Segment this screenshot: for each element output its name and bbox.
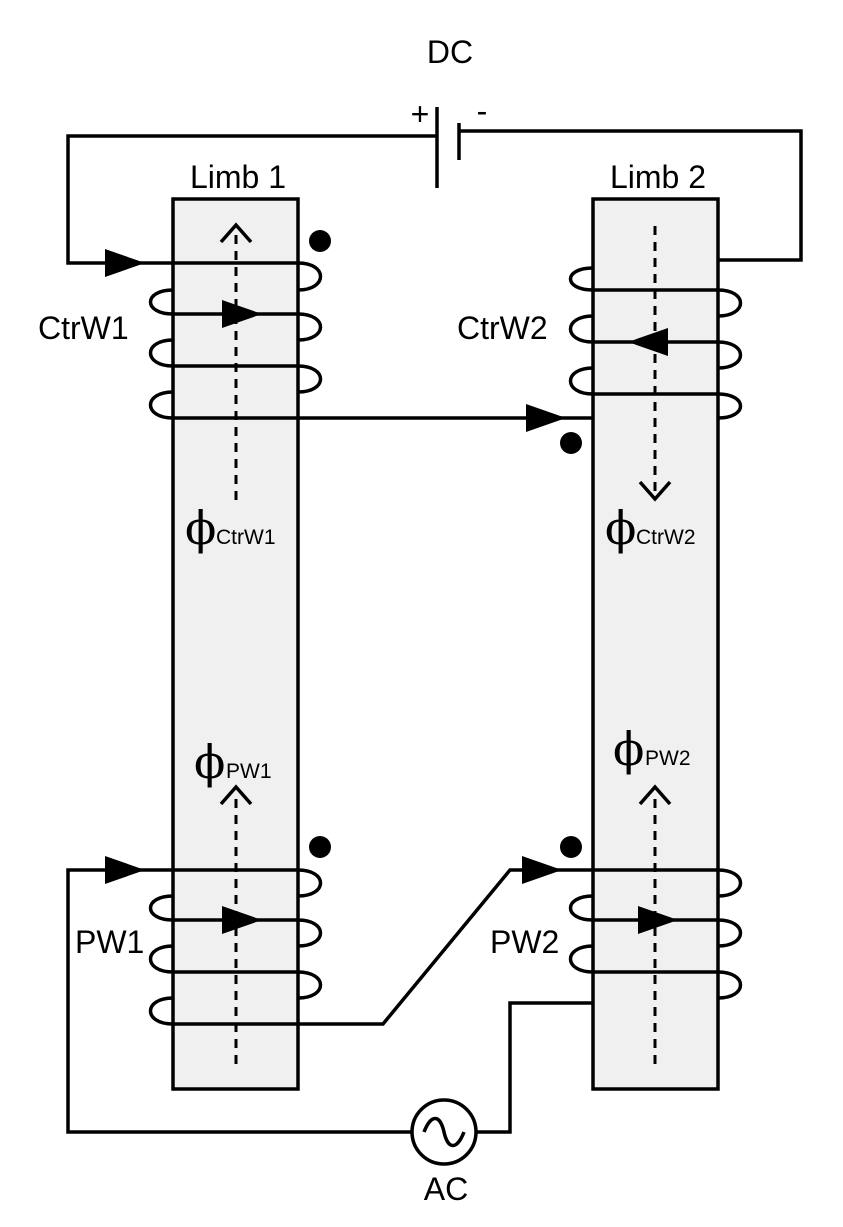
dc-label: DC: [427, 34, 473, 70]
flux-subscript: CtrW1: [216, 526, 276, 549]
current-arrow-dc-in: [105, 249, 145, 277]
pw2-polarity-dot: [560, 836, 582, 858]
ac-source: [410, 1098, 478, 1166]
limb-2-label: Limb 2: [610, 159, 706, 195]
pw2-label: PW2: [490, 924, 559, 960]
flux-ctrw2-label: ϕ CtrW2: [605, 501, 696, 555]
flux-pw2-label: ϕ PW2: [613, 722, 691, 776]
flux-ctrw1-arrow: [219, 222, 253, 500]
phi-symbol: ϕ: [185, 501, 216, 555]
dc-minus-label: -: [477, 93, 488, 129]
dc-plus-label: +: [411, 96, 430, 132]
ctrw2-label: CtrW2: [457, 310, 548, 346]
flux-ctrw2-arrow: [638, 226, 672, 502]
ac-label: AC: [424, 1171, 468, 1207]
dc-source: [435, 107, 461, 188]
ctrw2-polarity-dot: [560, 432, 582, 454]
pw1-polarity-dot: [309, 836, 331, 858]
current-arrow-ctrw-series: [526, 404, 566, 432]
flux-subscript: PW2: [645, 747, 691, 770]
ac-wire-right: [476, 1001, 593, 1134]
flux-pw1-label: ϕ PW1: [194, 735, 272, 789]
flux-subscript: CtrW2: [636, 526, 696, 549]
current-arrow-ctrw1: [222, 300, 262, 328]
dc-wire-right: [459, 129, 803, 262]
limb-1-label: Limb 1: [190, 159, 286, 195]
phi-symbol: ϕ: [194, 735, 225, 789]
current-arrow-pw2: [638, 906, 678, 934]
phi-symbol: ϕ: [605, 501, 636, 555]
flux-subscript: PW1: [226, 760, 272, 783]
current-arrow-ctrw2: [628, 328, 668, 356]
pw1-label: PW1: [75, 924, 144, 960]
ctrw1-polarity-dot: [309, 230, 331, 252]
current-arrow-pw-series: [522, 856, 562, 884]
current-arrow-pw1: [222, 906, 262, 934]
flux-ctrw1-label: ϕ CtrW1: [185, 501, 276, 555]
ctrw1-label: CtrW1: [38, 310, 129, 346]
phi-symbol: ϕ: [613, 722, 644, 776]
current-arrow-ac-in: [105, 856, 145, 884]
